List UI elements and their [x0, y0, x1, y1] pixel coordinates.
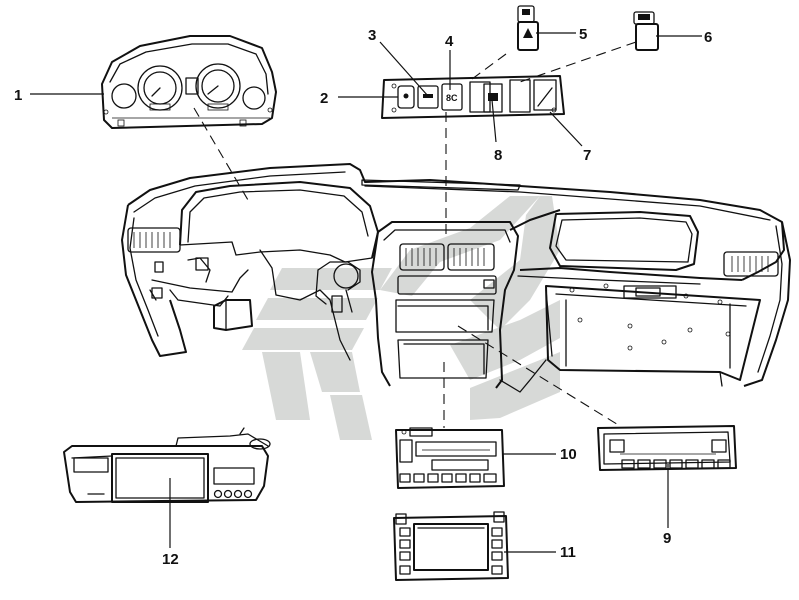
leader-lines	[30, 32, 702, 553]
switch-panel: 8C	[381, 75, 565, 119]
callout-2: 2	[320, 90, 328, 107]
right-vent-louvres	[731, 256, 769, 272]
callout-10: 10	[560, 446, 577, 463]
left-vent-louvres	[133, 232, 171, 248]
climate-control-panel	[597, 425, 737, 471]
callout-5: 5	[579, 26, 587, 43]
hazard-switch	[517, 5, 539, 51]
dashed-connector-lines	[193, 41, 637, 428]
center-vents	[399, 243, 495, 271]
callout-9: 9	[663, 530, 671, 547]
callout-1: 1	[14, 87, 22, 104]
callout-7: 7	[583, 147, 591, 164]
callout-4: 4	[445, 33, 454, 50]
callout-6: 6	[704, 29, 712, 46]
dashboard-panel	[121, 163, 791, 393]
watermark-logo	[242, 196, 560, 440]
navigation-display-unit	[393, 511, 509, 581]
callout-numbers: 1 2 3 4 5 6 7 8 9 10 11 12	[14, 26, 712, 568]
callout-12: 12	[162, 551, 179, 568]
radio-cassette-unit	[395, 427, 505, 489]
callout-11: 11	[560, 544, 576, 561]
switch-6	[633, 11, 659, 51]
callout-8: 8	[494, 147, 502, 164]
instrument-cluster	[101, 35, 277, 129]
sun-visor-display	[63, 427, 271, 503]
svg-text:8C: 8C	[446, 93, 458, 103]
callout-3: 3	[368, 27, 376, 44]
